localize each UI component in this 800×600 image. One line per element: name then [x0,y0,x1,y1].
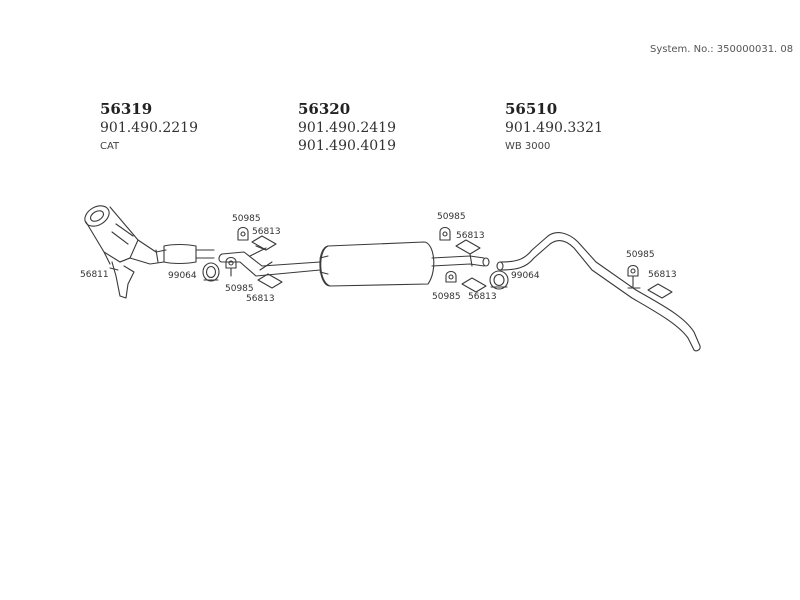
bracket-56811-drawing [109,261,135,299]
front-pipe-drawing [218,247,321,277]
part-label-56813: 56813 [246,294,275,304]
hanger-50985-drawing [627,264,641,289]
group-note: CAT [100,141,120,152]
mid-pipe-drawing [431,253,490,267]
clamp-99064-right-drawing [489,270,509,290]
group-number: 901.490.2219 [100,120,198,136]
part-label-99064: 99064 [168,271,197,281]
group-code-56319: 56319 [100,100,153,118]
part-label-99064: 99064 [511,271,540,281]
group-code-56510: 56510 [505,100,558,118]
group-number: 901.490.3321 [505,120,603,136]
group-code-56320: 56320 [298,100,351,118]
part-label-50985: 50985 [437,212,466,222]
group-note: WB 3000 [505,141,551,152]
part-label-56811: 56811 [80,270,109,280]
bracket-56813-drawing [461,277,487,293]
part-label-50985: 50985 [432,292,461,302]
part-label-50985: 50985 [232,214,261,224]
hanger-50985-drawing [445,270,457,283]
hanger-50985-drawing [225,256,237,277]
part-label-56813: 56813 [468,292,497,302]
part-label-56813: 56813 [456,231,485,241]
group-number: 901.490.2419 [298,120,396,136]
part-label-50985: 50985 [225,284,254,294]
part-label-50985: 50985 [626,250,655,260]
clamp-99064-left-drawing [202,262,220,282]
rear-pipe-drawing [496,232,701,352]
hanger-50985-drawing [439,226,451,241]
bracket-56813-drawing [455,239,481,255]
part-label-56813: 56813 [648,270,677,280]
bracket-56813-drawing [647,283,673,299]
group-number: 901.490.4019 [298,138,396,154]
center-muffler-drawing [319,241,435,287]
bracket-56813-drawing [257,273,283,289]
system-number: System. No.: 350000031. 08 [650,44,794,55]
hanger-50985-drawing [237,226,249,241]
bracket-56813-drawing [251,235,277,251]
part-label-56813: 56813 [252,227,281,237]
catalytic-converter-drawing [84,205,215,265]
